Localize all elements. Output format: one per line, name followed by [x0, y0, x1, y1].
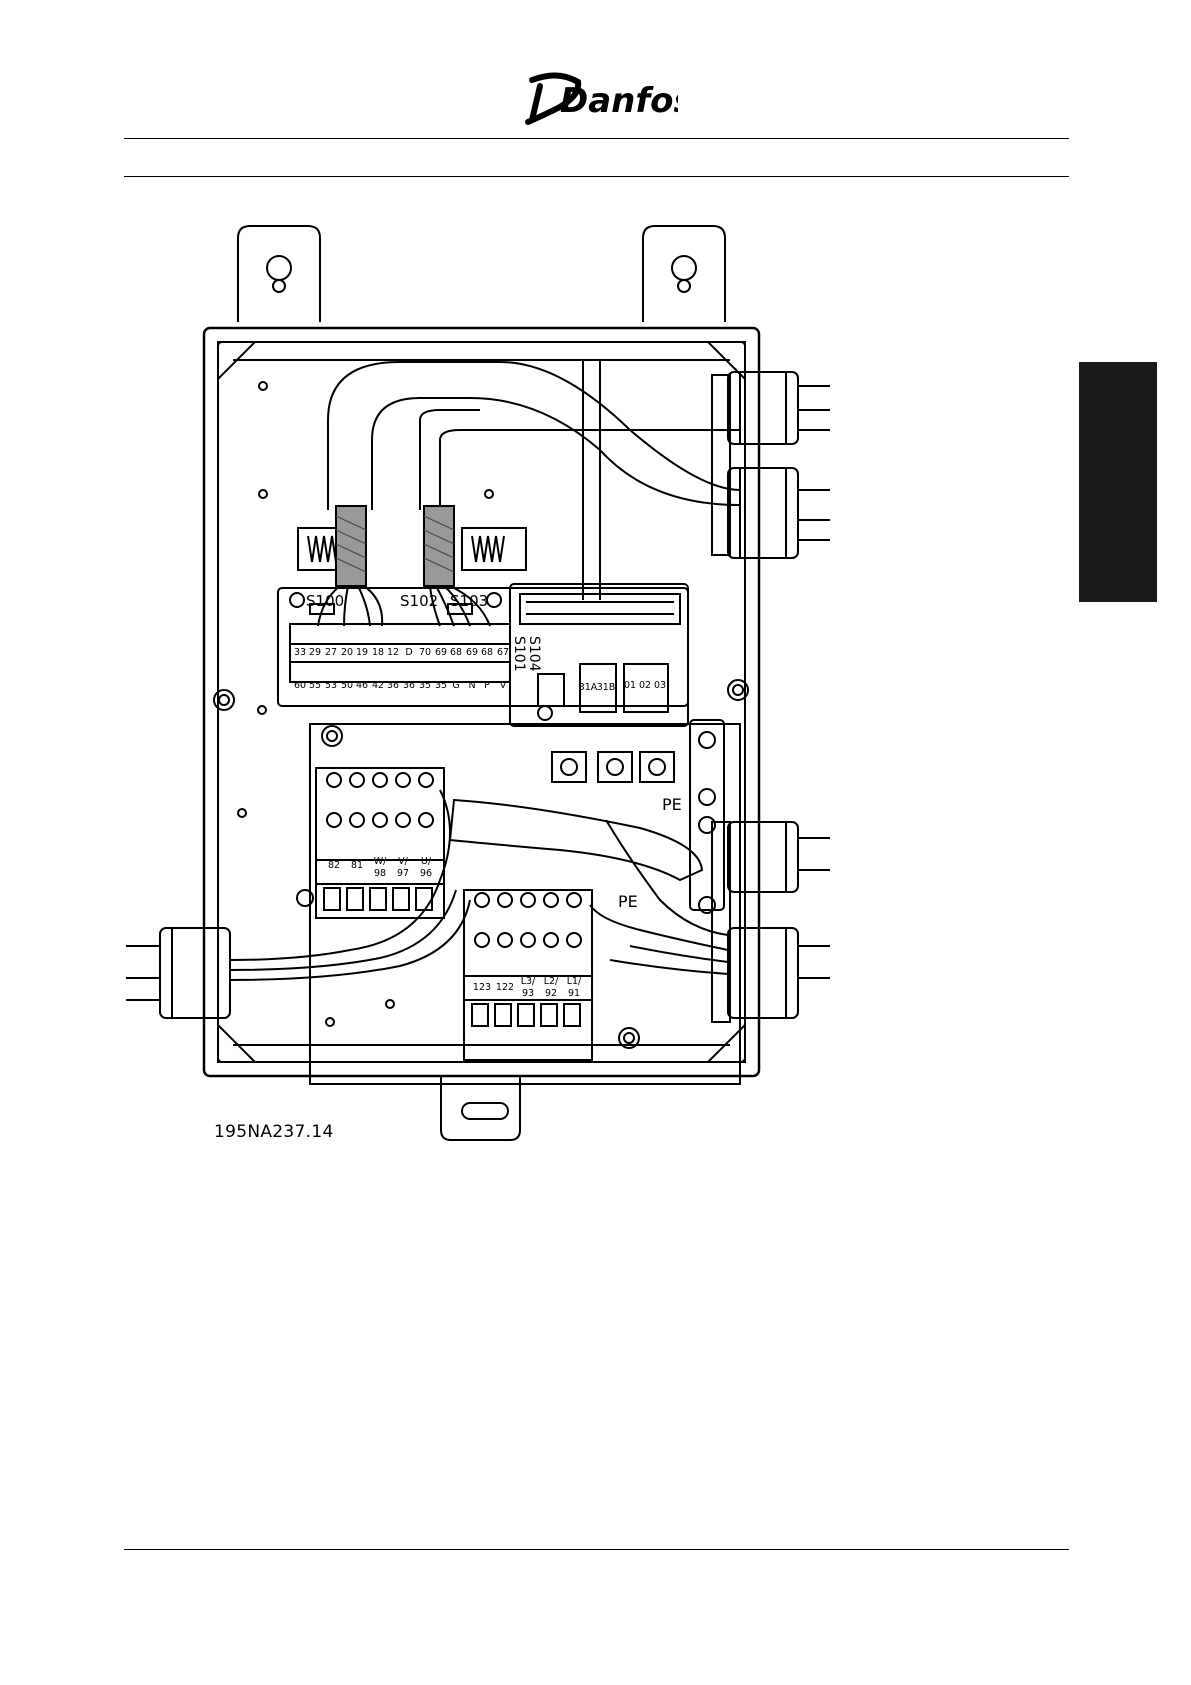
- control-terminal-top: D: [405, 647, 412, 658]
- motor-terminal-label: W/: [374, 856, 387, 867]
- mains-terminal-label: 91: [568, 988, 580, 999]
- mains-terminal-label: 92: [545, 988, 557, 999]
- control-terminal-bottom: 35: [435, 680, 447, 691]
- control-terminal-bottom: 60: [294, 680, 306, 691]
- pe-label-upper: PE: [662, 795, 682, 814]
- relay-terminal: 03: [654, 680, 666, 691]
- mains-terminal-label: L1/: [567, 976, 582, 987]
- motor-terminal-label: V/: [398, 856, 408, 867]
- control-terminal-top: 69: [466, 647, 478, 658]
- control-terminal-bottom: G: [452, 680, 459, 691]
- switch-label-s103: S103: [450, 592, 488, 610]
- motor-terminal-label: 81: [351, 860, 363, 871]
- mains-terminal-label: 93: [522, 988, 534, 999]
- motor-terminal-label: 82: [328, 860, 340, 871]
- control-terminal-top: 20: [341, 647, 353, 658]
- control-terminal-bottom: 36: [387, 680, 399, 691]
- motor-terminal-label: 96: [420, 868, 432, 879]
- motor-terminal-label: 97: [397, 868, 409, 879]
- relay-terminal: 31B: [597, 682, 616, 693]
- pe-label-lower: PE: [618, 892, 638, 911]
- control-terminal-bottom: 50: [341, 680, 353, 691]
- control-terminal-bottom: 53: [325, 680, 337, 691]
- relay-terminal: 01: [624, 680, 636, 691]
- control-terminal-bottom: 46: [356, 680, 368, 691]
- relay-terminal: 02: [639, 680, 651, 691]
- switch-label-s102: S102: [400, 592, 438, 610]
- mains-terminal-label: 123: [473, 982, 491, 993]
- control-terminal-top: 33: [294, 647, 306, 658]
- control-terminal-top: 68: [481, 647, 493, 658]
- control-terminal-top: 12: [387, 647, 399, 658]
- switch-label-s104: S104: [526, 636, 542, 672]
- mains-terminal-label: L3/: [521, 976, 536, 987]
- motor-terminal-label: 98: [374, 868, 386, 879]
- control-terminal-bottom: N: [468, 680, 475, 691]
- relay-terminal: 31A: [579, 682, 598, 693]
- control-terminal-bottom: 42: [372, 680, 384, 691]
- control-terminal-top: 69: [435, 647, 447, 658]
- control-terminal-top: 29: [309, 647, 321, 658]
- switch-label-s100: S100: [306, 592, 344, 610]
- control-terminal-bottom: P: [484, 680, 490, 691]
- control-terminal-top: 19: [356, 647, 368, 658]
- switch-label-s101: S101: [511, 636, 527, 672]
- control-terminal-top: 68: [450, 647, 462, 658]
- motor-terminal-label: U/: [421, 856, 432, 867]
- control-terminal-top: 27: [325, 647, 337, 658]
- figure-reference-code: 195NA237.14: [214, 1122, 334, 1142]
- control-terminal-top: 67: [497, 647, 509, 658]
- control-terminal-bottom: 35: [419, 680, 431, 691]
- control-terminal-bottom: 55: [309, 680, 321, 691]
- control-terminal-top: 18: [372, 647, 384, 658]
- mains-terminal-label: L2/: [544, 976, 559, 987]
- control-terminal-bottom: V: [500, 680, 507, 691]
- control-terminal-top: 70: [419, 647, 431, 658]
- control-terminal-bottom: 36: [403, 680, 415, 691]
- mains-terminal-label: 122: [496, 982, 514, 993]
